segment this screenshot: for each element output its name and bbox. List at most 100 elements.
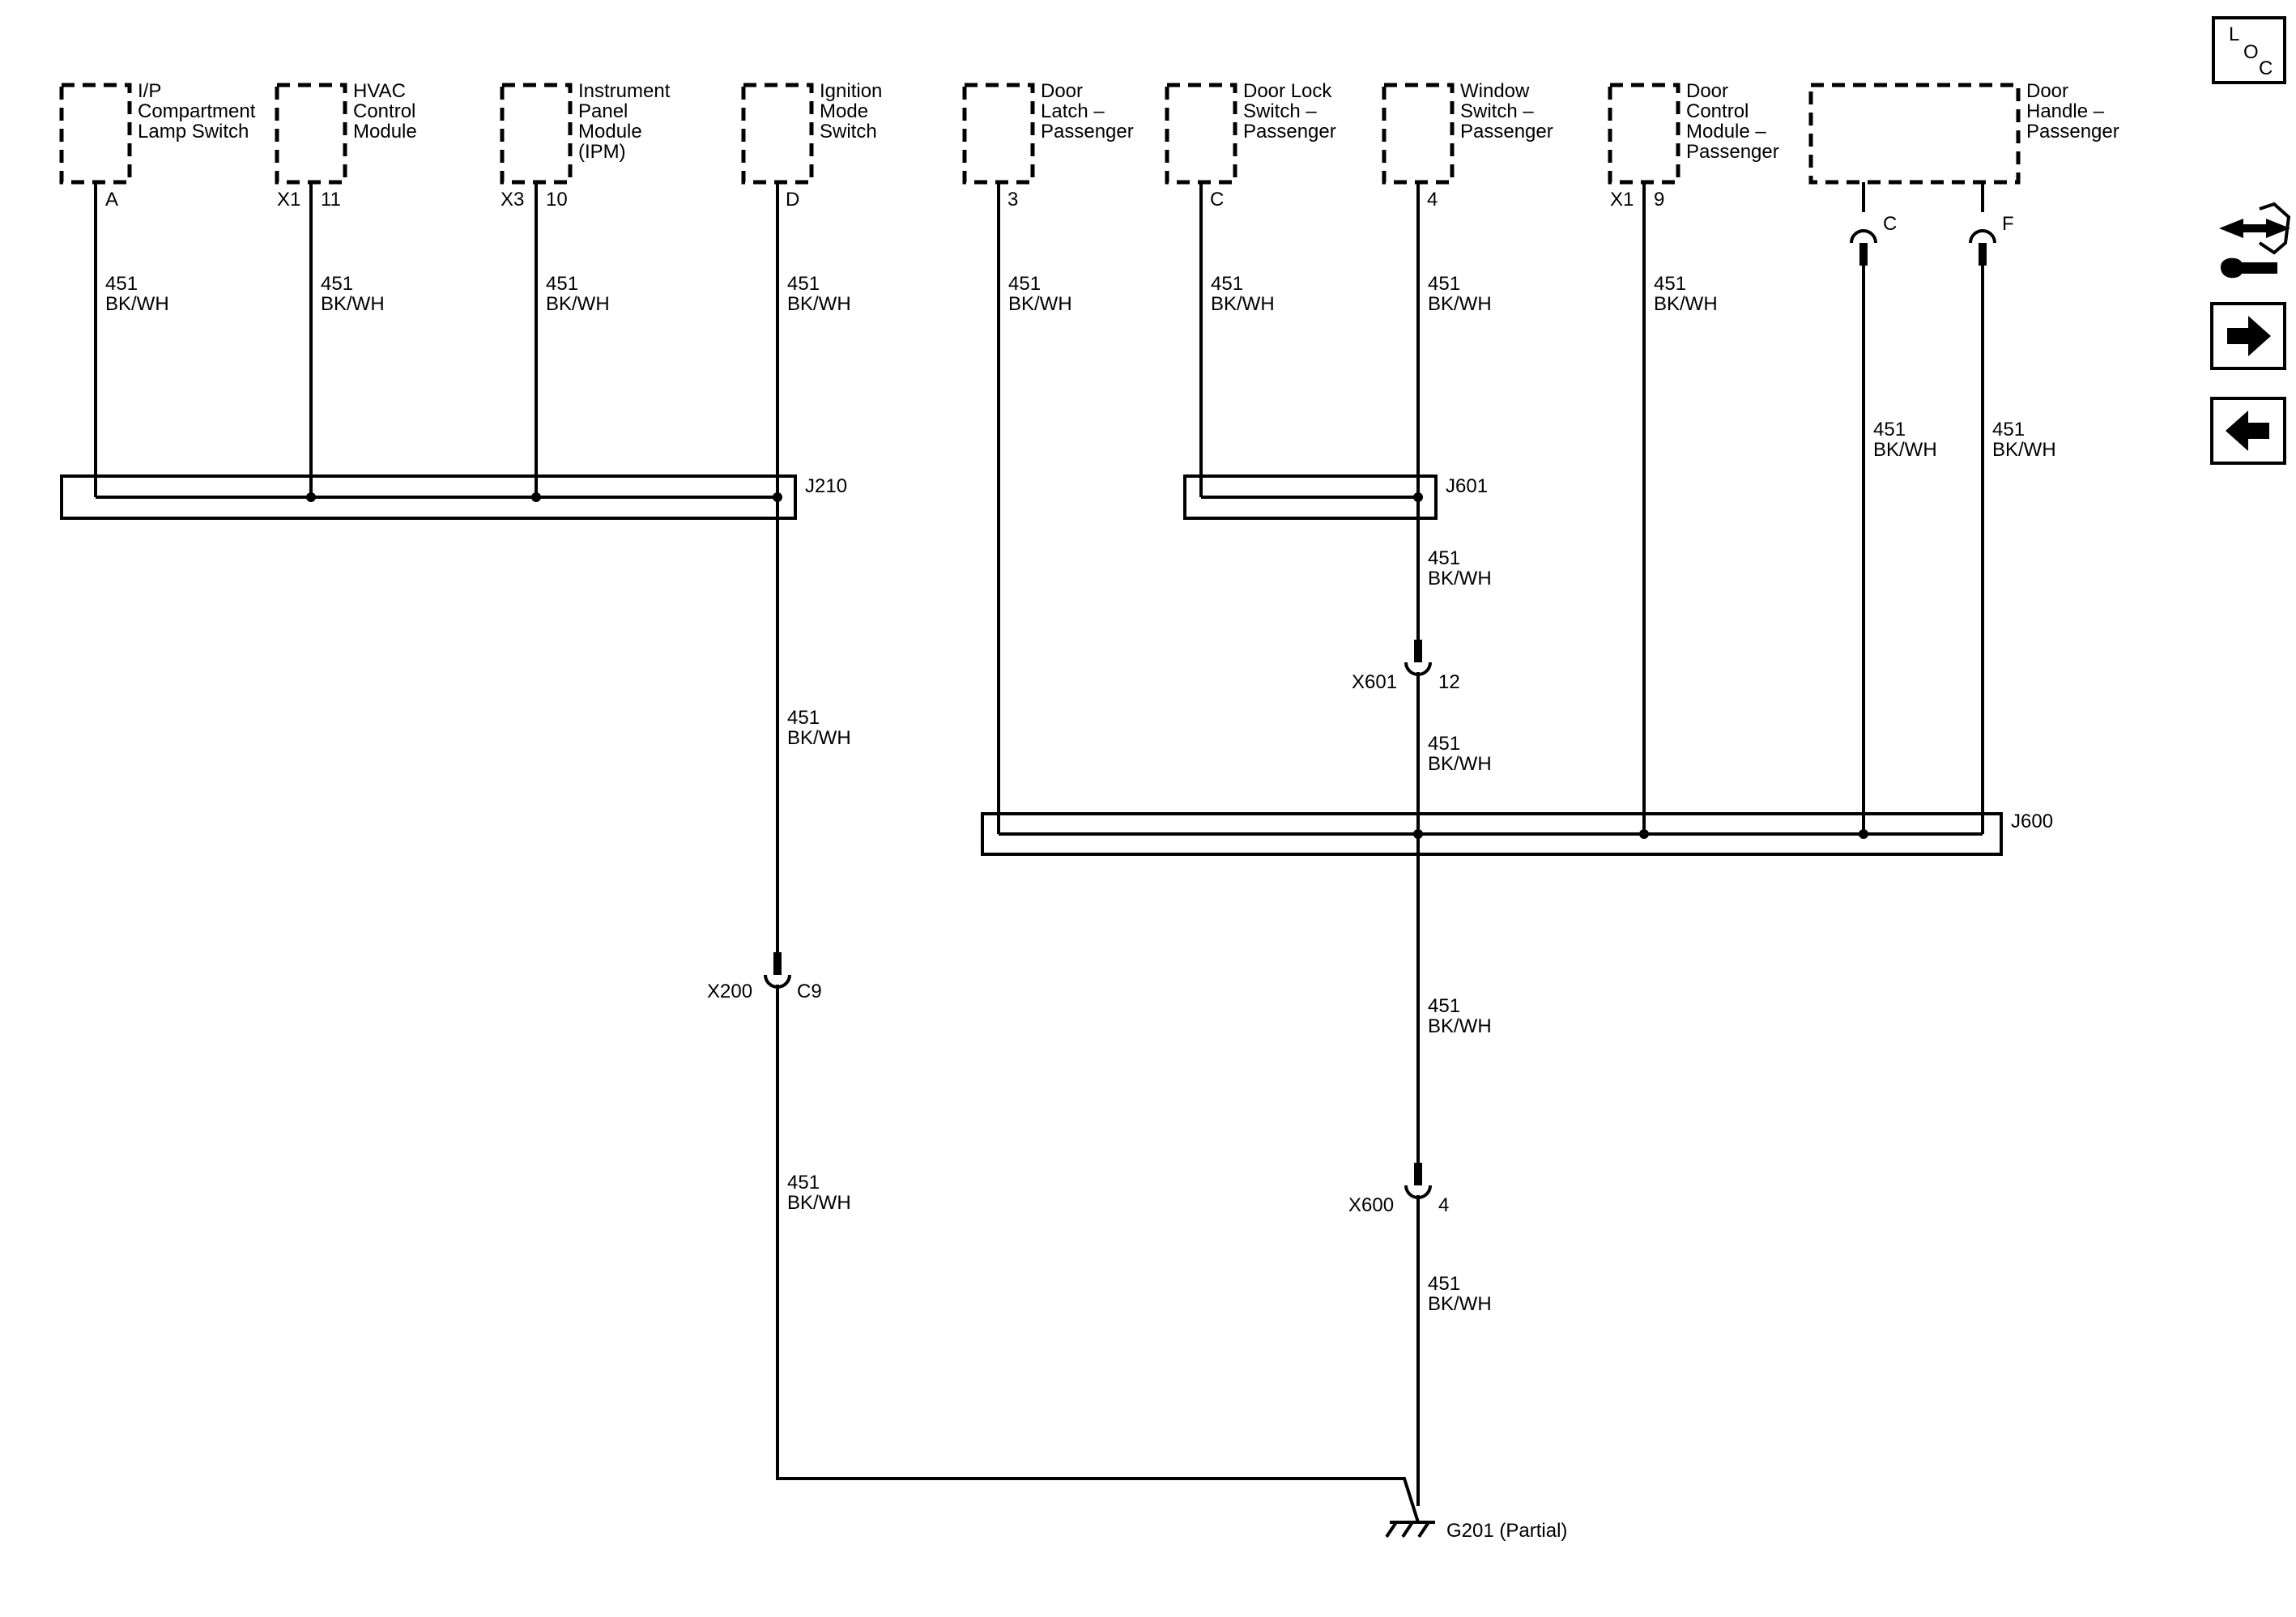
pin-label: 11 — [321, 189, 341, 211]
connector-cup-symbol — [1404, 1185, 1432, 1199]
next-arrow-button[interactable] — [2210, 302, 2286, 370]
right-arrow-shape — [2250, 219, 2290, 238]
pin-label: D — [786, 189, 799, 211]
hvac-module-box — [275, 83, 347, 185]
ground-label: G201 (Partial) — [1446, 1520, 1567, 1542]
loc-letter: O — [2243, 41, 2259, 63]
connector-cup-symbol — [1969, 229, 1996, 244]
splice-dot — [306, 492, 316, 502]
component-names: I/P Compartment Lamp Switch HVAC Control… — [138, 80, 2119, 163]
splice-j600-box — [981, 812, 2003, 856]
pin-label: A — [105, 189, 118, 211]
splice-j601-box — [1183, 474, 1438, 520]
previous-arrow-button[interactable] — [2210, 397, 2286, 465]
ipm-label: Instrument Panel Module (IPM) — [578, 80, 675, 163]
pin-label: 4 — [1427, 189, 1438, 211]
wrench-shape — [2221, 257, 2277, 279]
splice-dots — [306, 492, 1868, 839]
handle-pin-c-label: C — [1883, 213, 1897, 235]
window-switch-box — [1382, 83, 1455, 185]
pin-label: 10 — [546, 189, 568, 211]
pin-label: 3 — [1007, 189, 1018, 211]
splice-dot — [773, 492, 782, 502]
door-control-module-box — [1608, 83, 1680, 185]
component-view-icon[interactable] — [2219, 202, 2291, 279]
splice-j600-label: J600 — [2011, 811, 2053, 832]
ground-tick — [1417, 1521, 1430, 1538]
splice-dot — [531, 492, 541, 502]
ipm-box — [500, 83, 573, 185]
door-handle-label: Door Handle – Passenger — [2026, 80, 2119, 143]
wire-x200-to-ground — [776, 985, 1420, 1523]
loc-letter: L — [2229, 23, 2239, 45]
connector-x601-pin: 12 — [1438, 671, 1460, 693]
ground-tick — [1401, 1521, 1414, 1538]
pin-labels: A X1 11 X3 10 D 3 C 4 X1 9 C F — [105, 189, 2014, 235]
connector-cup-symbol — [1850, 229, 1877, 244]
connector-pin-symbol — [1859, 243, 1868, 266]
connector-prefix-label: X3 — [501, 189, 524, 211]
connector-pin-symbol — [1414, 1163, 1422, 1185]
connector-pin-symbol — [1979, 243, 1987, 266]
splice-dot — [1639, 829, 1649, 839]
splice-dot — [1413, 492, 1423, 502]
door-latch-label: Door Latch – Passenger — [1041, 80, 1134, 143]
pin-label: 9 — [1654, 189, 1664, 211]
splice-j210-label: J210 — [805, 475, 847, 497]
pin-label: C — [1210, 189, 1224, 211]
left-arrow-shape — [2219, 219, 2260, 238]
window-switch-label: Window Switch – Passenger — [1460, 80, 1553, 143]
ground-tick — [1385, 1521, 1398, 1538]
door-control-module-label: Door Control Module – Passenger — [1686, 80, 1779, 163]
connector-cup-symbol — [764, 974, 791, 989]
connector-x600-name: X600 — [1348, 1194, 1394, 1216]
connector-prefix-label: X1 — [277, 189, 300, 211]
door-lock-switch-box — [1165, 83, 1237, 185]
handle-pin-f-label: F — [2002, 213, 2014, 235]
connector-pin-symbol — [773, 952, 782, 975]
door-lock-switch-label: Door Lock Switch – Passenger — [1243, 80, 1337, 143]
connector-pin-symbol — [1414, 640, 1422, 662]
connector-x200-name: X200 — [707, 981, 752, 1002]
connector-x200-pin: C9 — [797, 981, 822, 1002]
connector-cup-symbol — [1404, 662, 1432, 676]
ignition-switch-label: Ignition Mode Switch — [820, 80, 888, 143]
ip-lamp-switch-box — [59, 83, 132, 185]
splice-j601-label: J601 — [1446, 475, 1488, 497]
connector-prefix-label: X1 — [1610, 189, 1634, 211]
ignition-switch-box — [741, 83, 814, 185]
wires — [94, 182, 1984, 1523]
ground-symbol: G201 (Partial) — [1385, 1520, 1567, 1542]
door-handle-box — [1808, 83, 2021, 185]
splice-boxes: J210 J601 J600 — [60, 474, 2053, 856]
previous-arrow-icon — [2226, 411, 2269, 451]
next-arrow-icon — [2227, 316, 2271, 356]
loc-letter: C — [2259, 57, 2273, 79]
loc-button-frame[interactable] — [2212, 16, 2286, 84]
connector-outline-shape — [2258, 202, 2291, 255]
hvac-module-label: HVAC Control Module — [353, 80, 421, 143]
ip-lamp-switch-label: I/P Compartment Lamp Switch — [138, 80, 261, 143]
loc-button[interactable]: L O C — [2212, 16, 2286, 84]
connector-x600-pin: 4 — [1438, 1194, 1449, 1216]
inline-connectors: X601 12 X200 C9 X600 4 — [707, 229, 1996, 1216]
connector-x601-name: X601 — [1352, 671, 1397, 693]
